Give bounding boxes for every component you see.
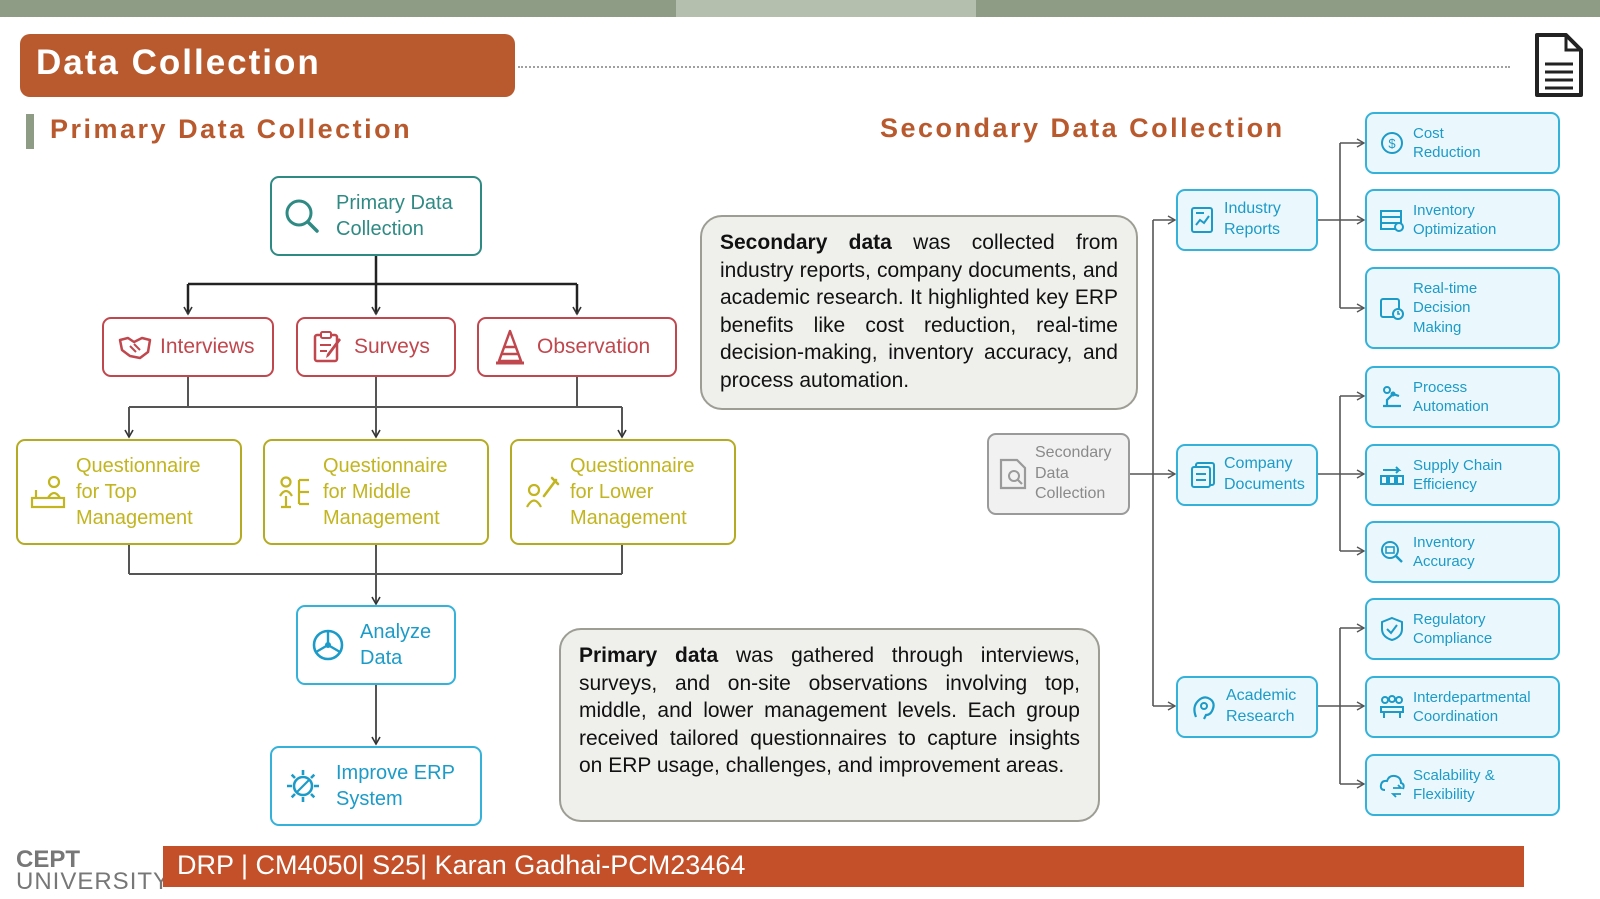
brain-research-icon: [1193, 696, 1215, 720]
org-structure-icon: [279, 476, 309, 509]
source-label: Company Documents: [1224, 455, 1305, 493]
money-icon: $: [1381, 132, 1403, 154]
questionnaire-node-top: Questionnaire for Top Management: [16, 439, 242, 545]
documents-icon: [1191, 462, 1215, 488]
benefit-node-supply-chain: Supply Chain Efficiency: [1365, 444, 1560, 506]
questionnaire-label: Questionnaire for Lower Management: [570, 455, 695, 529]
source-node-academic: Academic Research: [1176, 676, 1318, 738]
method-label: Interviews: [160, 335, 255, 359]
university-logo-line1: CEPT: [16, 846, 81, 873]
source-node-company: Company Documents: [1176, 444, 1318, 506]
source-label: Academic Research: [1226, 687, 1297, 725]
source-label: Industry Reports: [1224, 200, 1281, 238]
top-bar-highlight: [676, 0, 976, 17]
benefit-node-scalability: Scalability & Flexibility: [1365, 754, 1560, 816]
secondary-root-label: Secondary Data Collection: [1035, 444, 1112, 503]
magnifier-box-icon: [1381, 541, 1403, 563]
secondary-summary-text: was collected from industry reports, com…: [720, 231, 1118, 392]
cloud-sync-icon: [1379, 774, 1405, 798]
improve-erp-node: Improve ERP System: [270, 746, 482, 826]
source-node-industry: Industry Reports: [1176, 189, 1318, 251]
page-title: Data Collection: [20, 34, 515, 97]
benefit-node-process-automation: Process Automation: [1365, 366, 1560, 428]
method-node-interviews: Interviews: [102, 317, 274, 377]
footer-banner: DRP | CM4050| S25| Karan Gadhai-PCM23464: [163, 846, 1524, 887]
shield-check-icon: [1381, 616, 1403, 642]
primary-summary-text: was gathered through interviews, surveys…: [579, 644, 1080, 777]
method-node-observation: Observation: [477, 317, 677, 377]
analyze-data-node: Analyze Data: [296, 605, 456, 685]
improve-erp-label: Improve ERP System: [336, 762, 455, 810]
robot-arm-icon: [1383, 386, 1401, 408]
manager-podium-icon: [30, 475, 66, 509]
questionnaire-label: Questionnaire for Middle Management: [323, 455, 448, 529]
document-icon: [1535, 33, 1583, 97]
team-meeting-icon: [1380, 695, 1404, 718]
handshake-icon: [118, 336, 152, 360]
secondary-summary-box: Secondary data was collected from indust…: [700, 215, 1138, 410]
title-divider: [518, 66, 1510, 68]
benefit-node-interdepartmental: Interdepartmental Coordination: [1365, 676, 1560, 738]
benefit-node-regulatory: Regulatory Compliance: [1365, 598, 1560, 660]
method-label: Observation: [537, 335, 651, 359]
worker-tools-icon: [526, 476, 560, 508]
secondary-summary-bold: Secondary data: [720, 231, 892, 254]
primary-summary-bold: Primary data: [579, 644, 719, 667]
benefit-label: Scalability & Flexibility: [1413, 766, 1495, 804]
pie-chart-icon: [312, 629, 344, 661]
svg-text:$: $: [1388, 136, 1396, 151]
section-marker: [26, 114, 34, 149]
primary-root-label: Primary Data Collection: [336, 192, 453, 240]
gear-wrench-icon: [287, 770, 319, 802]
benefit-node-cost: $ Cost Reduction: [1365, 112, 1560, 174]
secondary-heading: Secondary Data Collection: [880, 113, 1285, 143]
document-search-icon: [999, 458, 1027, 490]
benefit-label: Regulatory Compliance: [1413, 610, 1493, 648]
benefit-label: Inventory Accuracy: [1413, 533, 1475, 571]
questionnaire-node-middle: Questionnaire for Middle Management: [263, 439, 489, 545]
method-label: Surveys: [354, 335, 430, 359]
inventory-icon: [1380, 210, 1404, 232]
clock-chart-icon: [1380, 298, 1404, 320]
analyze-data-label: Analyze Data: [360, 621, 432, 669]
benefit-label: Real-time Decision Making: [1413, 279, 1478, 336]
method-node-surveys: Surveys: [296, 317, 456, 377]
benefit-node-inventory-accuracy: Inventory Accuracy: [1365, 521, 1560, 583]
questionnaire-label: Questionnaire for Top Management: [76, 455, 201, 529]
benefit-label: Cost Reduction: [1413, 124, 1481, 162]
secondary-root-node: Secondary Data Collection: [987, 433, 1130, 515]
benefit-label: Interdepartmental Coordination: [1413, 688, 1531, 726]
primary-root-node: Primary Data Collection: [270, 176, 482, 256]
questionnaire-node-lower: Questionnaire for Lower Management: [510, 439, 736, 545]
supply-chain-icon: [1380, 466, 1404, 485]
benefit-label: Inventory Optimization: [1413, 201, 1497, 239]
traffic-cone-icon: [496, 329, 524, 365]
primary-summary-box: Primary data was gathered through interv…: [559, 628, 1100, 822]
benefit-label: Process Automation: [1413, 378, 1489, 416]
university-logo-line2: UNIVERSITY: [16, 868, 171, 895]
benefit-label: Supply Chain Efficiency: [1413, 456, 1503, 494]
benefit-node-inventory-optimization: Inventory Optimization: [1365, 189, 1560, 251]
search-icon: [285, 199, 319, 233]
report-icon: [1191, 207, 1213, 233]
primary-heading: Primary Data Collection: [50, 114, 413, 144]
survey-clipboard-icon: [313, 331, 341, 363]
benefit-node-realtime: Real-time Decision Making: [1365, 267, 1560, 349]
